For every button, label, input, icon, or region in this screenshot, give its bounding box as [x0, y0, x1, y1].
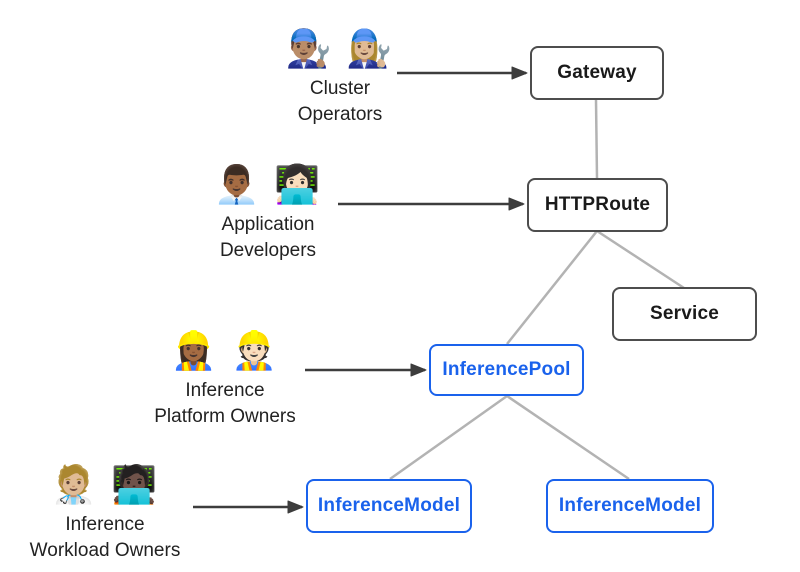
connector-httproute-service — [596, 229, 685, 290]
persona-inference-platform-owners: 👷🏾‍♀️ 👷🏻 Inference Platform Owners — [140, 328, 310, 430]
persona-cluster-operators: 👨🏽‍🔧 👩🏼‍🔧 Cluster Operators — [255, 26, 425, 128]
health-worker-technologist-emoji-pair-icon: 🧑🏼‍⚕️ 🧑🏿‍💻 — [50, 464, 160, 505]
connector-gateway-httproute — [594, 99, 599, 179]
connector-inferencepool-inferencemodel-left — [389, 394, 508, 481]
persona-label-line1: Inference — [185, 380, 265, 401]
node-inferencemodel-left: InferenceModel — [306, 479, 472, 533]
persona-application-developers: 👨🏾‍💼 👩🏻‍💻 Application Developers — [183, 162, 353, 264]
persona-label: Inference Platform Owners — [140, 378, 310, 430]
node-service: Service — [612, 287, 757, 341]
persona-label: Cluster Operators — [255, 76, 425, 128]
node-httproute: HTTPRoute — [527, 178, 668, 232]
persona-inference-workload-owners: 🧑🏼‍⚕️ 🧑🏿‍💻 Inference Workload Owners — [20, 462, 190, 564]
persona-label-line2: Operators — [297, 104, 383, 125]
persona-label: Inference Workload Owners — [20, 512, 190, 564]
node-gateway: Gateway — [530, 46, 664, 100]
persona-label-line1: Application — [221, 214, 315, 235]
persona-label: Application Developers — [183, 212, 353, 264]
connector-httproute-inferencepool — [506, 230, 598, 345]
office-worker-technologist-emoji-pair-icon: 👨🏾‍💼 👩🏻‍💻 — [213, 164, 323, 205]
persona-label-line2: Workload Owners — [29, 540, 181, 561]
mechanic-emoji-pair-icon: 👨🏽‍🔧 👩🏼‍🔧 — [285, 28, 395, 69]
persona-label-line1: Cluster — [309, 78, 371, 99]
node-inferencemodel-right: InferenceModel — [546, 479, 714, 533]
persona-label-line2: Developers — [219, 240, 317, 261]
persona-label-line1: Inference — [65, 514, 145, 535]
node-inferencepool: InferencePool — [429, 344, 584, 396]
connector-inferencepool-inferencemodel-right — [506, 394, 630, 481]
construction-worker-emoji-pair-icon: 👷🏾‍♀️ 👷🏻 — [170, 330, 280, 371]
persona-label-line2: Platform Owners — [154, 406, 296, 427]
